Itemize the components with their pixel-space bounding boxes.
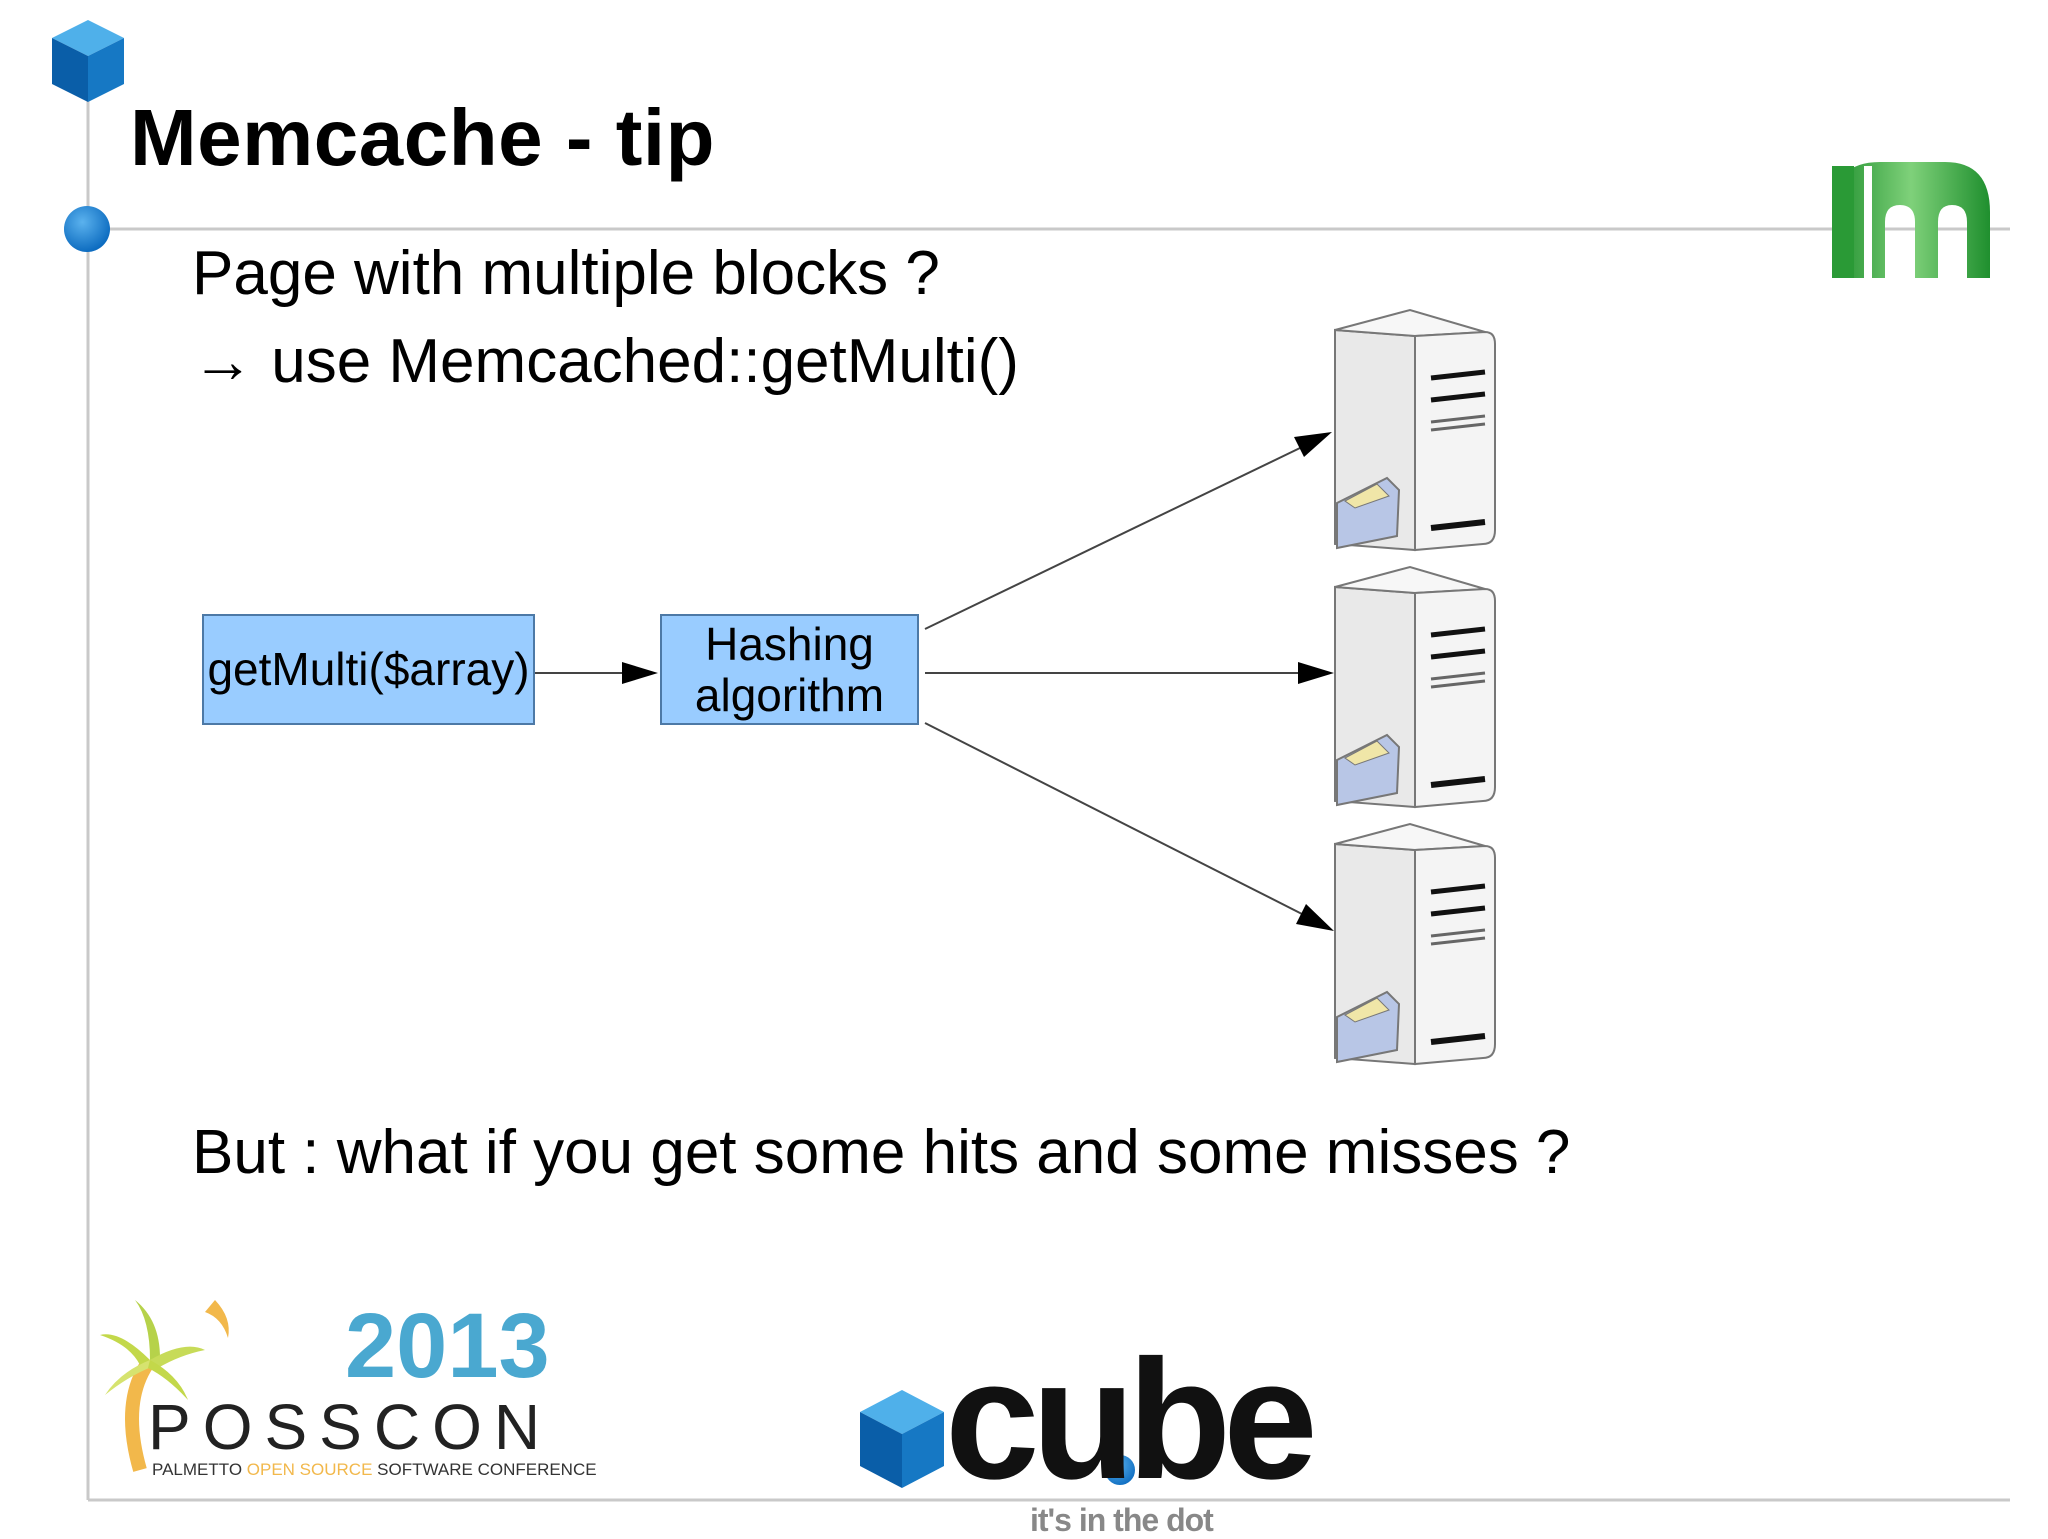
bullet-text: → use Memcached::getMulti() — [192, 327, 1019, 396]
hashing-label-line1: Hashing — [705, 617, 874, 670]
hashing-algorithm-box: Hashing algorithm — [660, 614, 919, 725]
diagram-connectors — [535, 432, 1334, 931]
memcached-logo-icon — [1832, 162, 1990, 278]
cube-tagline: it's in the dot — [1030, 1502, 1214, 1538]
posscon-name: POSSCON — [148, 1391, 553, 1463]
server-icon — [1334, 308, 1496, 552]
server-icon — [1334, 822, 1496, 1066]
posscon-subtitle-part: PALMETTO — [152, 1460, 247, 1479]
posscon-subtitle: PALMETTO OPEN SOURCE SOFTWARE CONFERENCE — [152, 1460, 597, 1480]
bullet-text: Page with multiple blocks ? — [192, 239, 940, 308]
corner-cube-icon — [52, 20, 124, 102]
server-icon — [1334, 565, 1496, 809]
bullet-text: But : what if you get some hits and some… — [192, 1118, 1571, 1187]
hashing-label-line2: algorithm — [694, 668, 885, 721]
rule-dot-icon — [64, 206, 110, 252]
getmulti-label: getMulti($array) — [207, 643, 530, 696]
getmulti-box: getMulti($array) — [202, 614, 535, 725]
posscon-subtitle-part: SOFTWARE CONFERENCE — [372, 1460, 597, 1479]
posscon-year: 2013 — [345, 1295, 550, 1397]
posscon-palm-icon — [100, 1300, 229, 1472]
slide-title: Memcache - tip — [130, 93, 715, 182]
cube-logo-icon — [860, 1390, 1139, 1489]
posscon-subtitle-highlight: OPEN SOURCE — [246, 1460, 373, 1479]
cube-wordmark: cube — [945, 1325, 1318, 1515]
